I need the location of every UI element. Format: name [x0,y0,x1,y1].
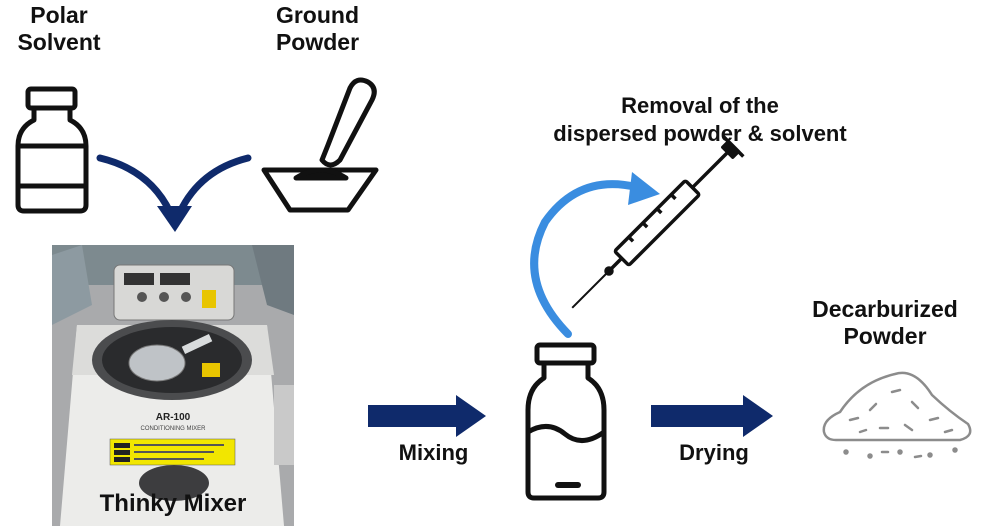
thinky-mixer-photo: AR-100 CONDITIONING MIXER Thinky Mixer [52,245,294,526]
powder-pile-icon [822,371,972,459]
removal-arc-arrowhead [628,172,660,205]
vial-icon [15,86,89,214]
model-subtitle-text: CONDITIONING MIXER [140,426,206,432]
syringe-icon [571,135,745,309]
merge-arrows [96,154,252,232]
merge-arrowhead [157,206,192,232]
thinky-mixer-caption: Thinky Mixer [99,490,247,517]
mixer-illustration: AR-100 CONDITIONING MIXER [52,245,294,526]
bottle-icon [525,342,607,501]
solvent-arrow [96,154,174,216]
powder-arrow [176,154,252,216]
drying-arrow [651,395,773,437]
model-text: AR-100 [156,412,191,423]
mixing-label: Mixing [398,440,469,465]
drying-label: Drying [679,440,749,465]
removal-arc-arrow [530,180,644,338]
mortar-pestle-icon [261,77,379,213]
mixing-arrow [368,395,486,437]
